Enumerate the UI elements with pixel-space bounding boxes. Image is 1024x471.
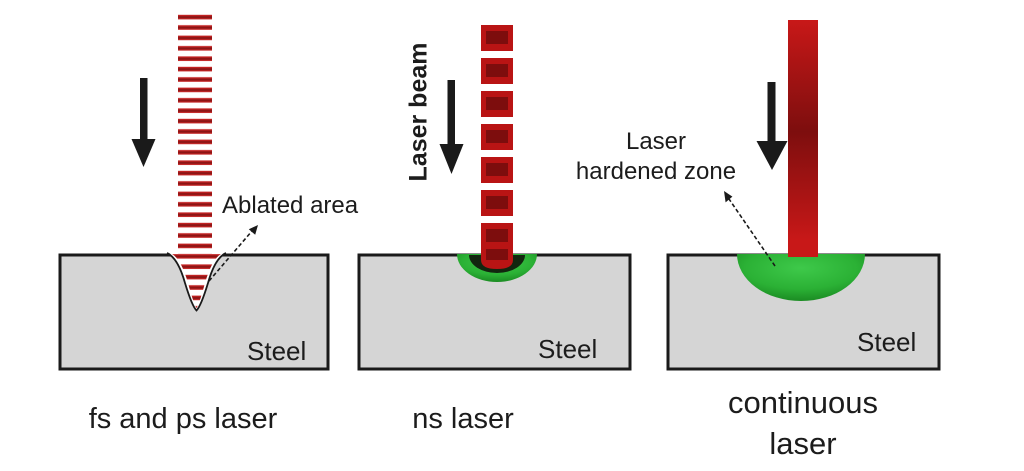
ablation-notch-outline <box>166 252 227 312</box>
panel-continuous-laser <box>666 20 941 371</box>
caption-continuous-line1: continuous <box>728 385 878 420</box>
caption-continuous-laser: continuous laser <box>703 382 903 464</box>
pulsed-block-laser-beam <box>481 25 513 248</box>
steel-label: Steel <box>857 327 917 357</box>
hardened-zone-dome <box>737 254 865 301</box>
caption-ns-laser: ns laser <box>412 403 514 435</box>
annotation-arrow <box>724 191 776 267</box>
hardened-zone-label-line2: hardened zone <box>575 158 737 185</box>
caption-fs-ps-laser: fs and ps laser <box>88 403 278 435</box>
down-arrow-icon <box>756 82 788 170</box>
continuous-laser-beam <box>788 20 818 257</box>
down-arrow-icon <box>439 80 464 174</box>
laser-beam-label: Laser beam <box>404 42 433 182</box>
steel-label: Steel <box>247 336 307 366</box>
beam-tip-core <box>486 249 508 260</box>
steel-label: Steel <box>538 334 598 364</box>
annotation-arrow <box>208 225 258 282</box>
down-arrow-icon <box>131 78 156 167</box>
ablated-area-label: Ablated area <box>222 192 359 219</box>
caption-continuous-line2: laser <box>769 426 837 461</box>
hardened-zone-label-line1: Laser <box>625 128 687 155</box>
hardened-zone-label: Laser hardened zone <box>556 127 756 187</box>
panel-ns-laser <box>357 25 632 371</box>
